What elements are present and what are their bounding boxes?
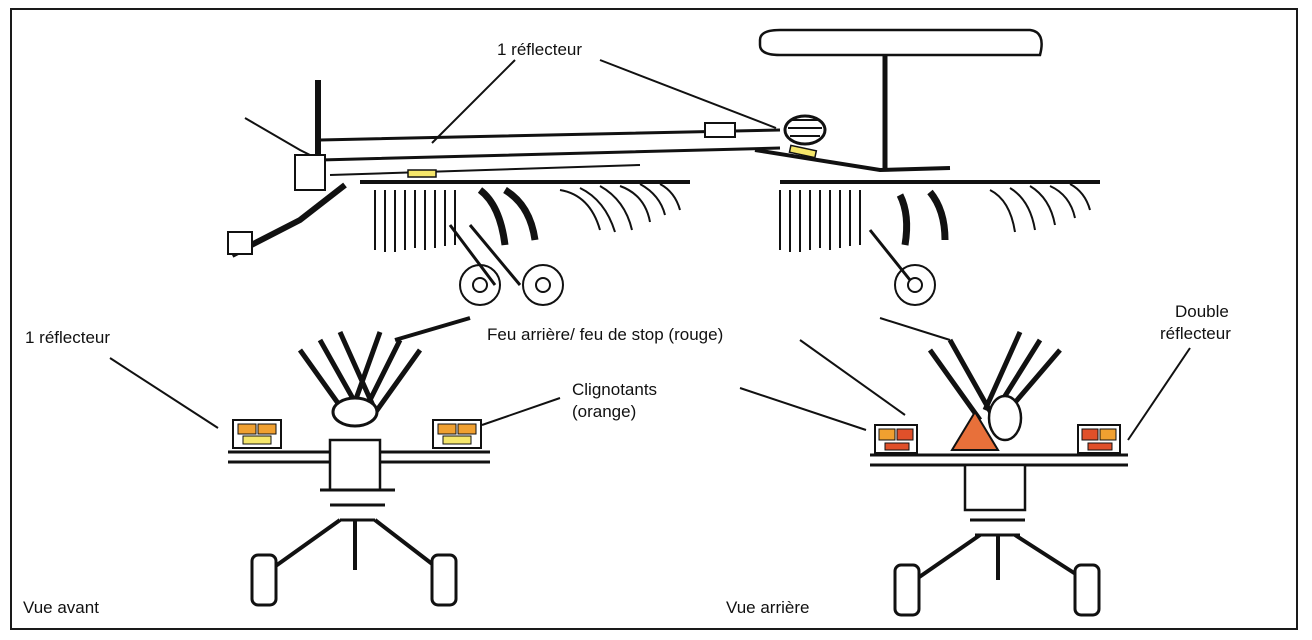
- leader-tail-light-right: [799, 339, 906, 416]
- front-right-tyre: [430, 553, 458, 607]
- leader-indicators: [481, 397, 561, 426]
- front-left-tyre: [250, 553, 278, 607]
- left-frame-reflector: [407, 169, 437, 178]
- label-front-view: Vue avant: [23, 598, 99, 617]
- label-tail-light: Feu arrière/ feu de stop (rouge): [487, 325, 724, 344]
- left-wheel-1: [459, 264, 501, 306]
- rear-left-tyre: [893, 563, 921, 617]
- warning-triangle: [950, 410, 1000, 451]
- label-double-line2: réflecteur: [1160, 324, 1231, 343]
- main-beam: [319, 128, 781, 162]
- rear-right-tyre: [1073, 563, 1101, 617]
- hitch: [227, 231, 253, 255]
- label-double-line1: Double: [1175, 302, 1229, 321]
- rear-view-drawing: [870, 317, 1128, 617]
- leader-front-reflector: [109, 357, 219, 429]
- cable: [244, 117, 321, 161]
- leader-top-left: [431, 59, 516, 144]
- left-rotor-tines: [374, 183, 681, 252]
- label-rear-view: Vue arrière: [726, 598, 810, 617]
- right-wheel: [894, 264, 936, 306]
- drawbar: [230, 182, 347, 258]
- label-indicators-line2: (orange): [572, 402, 637, 421]
- front-view-drawing: [228, 316, 490, 607]
- leader-tail-light-left: [739, 387, 867, 431]
- leader-double-reflector: [1127, 347, 1191, 441]
- right-frame-reflector: [788, 144, 818, 159]
- leader-lines: [109, 59, 1191, 441]
- top-side-view: [227, 28, 1100, 306]
- label-front-reflector: 1 réflecteur: [25, 328, 111, 347]
- label-indicators-line1: Clignotants: [572, 380, 658, 399]
- left-wheel-2: [522, 264, 564, 306]
- right-rotor-tines: [779, 183, 1091, 252]
- canopy: [758, 28, 1043, 57]
- leader-top-right: [599, 59, 777, 129]
- label-top-reflector: 1 réflecteur: [497, 40, 583, 59]
- headstock: [294, 154, 326, 191]
- diagram-frame: [10, 8, 1298, 630]
